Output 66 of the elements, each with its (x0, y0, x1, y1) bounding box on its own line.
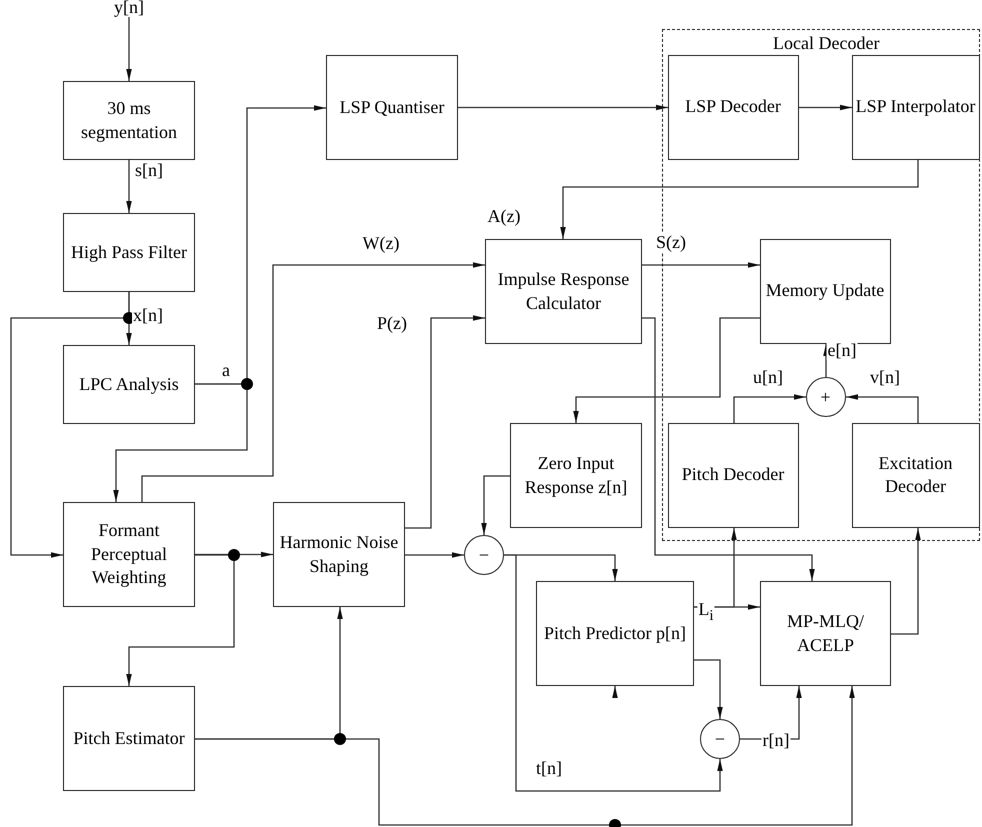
summing-junction (464, 535, 504, 575)
process-box (326, 55, 458, 160)
block-label: Formant Perceptual Weighting (90, 519, 168, 590)
arrow (642, 317, 815, 581)
block-label: Excitation Decoder (878, 452, 954, 498)
arrow (573, 317, 760, 423)
block-label: Impulse Response Calculator (496, 268, 630, 314)
block-label: 30 ms segmentation (80, 97, 178, 144)
block-label: Harmonic Noise Shaping (278, 531, 400, 578)
process-box (668, 54, 798, 160)
process-box (63, 686, 195, 791)
arrow (405, 315, 485, 529)
arrow (642, 262, 760, 268)
block-label: LSP Interpolator (856, 95, 976, 118)
arrow (504, 554, 723, 792)
block-label: Memory Update (766, 279, 884, 302)
arrow (560, 160, 919, 239)
process-box (63, 502, 195, 607)
block-label: Pitch Decoder (682, 463, 784, 486)
arrow (126, 160, 132, 213)
block-label: High Pass Filter (70, 240, 187, 264)
operator-sign: + (820, 388, 831, 406)
block-label: Zero Input Response z[n] (524, 452, 628, 499)
arrow (458, 104, 668, 110)
operator-sign: − (478, 546, 490, 564)
arrow (10, 292, 130, 558)
arrow (481, 475, 510, 535)
arrow (612, 686, 618, 698)
process-box (852, 422, 980, 528)
process-box (63, 213, 195, 292)
block-label: MP-MLQ/ ACELP (786, 610, 865, 656)
summing-junction (700, 719, 740, 759)
process-box (536, 581, 694, 686)
process-box (510, 423, 642, 528)
arrow (733, 394, 806, 423)
process-box (760, 581, 891, 686)
edge-label: S(z) (655, 232, 687, 252)
arrow (195, 552, 273, 558)
arrow (799, 104, 852, 110)
operator-sign: − (714, 730, 726, 748)
process-box (63, 81, 195, 160)
block-label: LSP Quantiser (340, 96, 444, 119)
arrow (891, 528, 921, 635)
group-title: Local Decoder (773, 32, 880, 55)
arrow (694, 659, 723, 719)
block-label: Pitch Predictor p[n] (544, 622, 686, 645)
process-box (852, 54, 980, 160)
process-box (668, 422, 798, 528)
process-box (760, 238, 890, 344)
arrow (823, 344, 829, 377)
arrow (405, 552, 464, 558)
arrow (113, 383, 248, 502)
arrow (141, 262, 485, 502)
process-box (273, 502, 405, 607)
block-label: Pitch Estimator (73, 726, 185, 750)
process-box (63, 345, 195, 424)
edge-label: y[n] (113, 0, 145, 17)
process-box (485, 239, 642, 344)
edge-label: e[n] (826, 340, 858, 360)
arrow (195, 686, 855, 826)
block-label: LPC Analysis (79, 372, 179, 396)
block-label: LSP Decoder (685, 95, 781, 118)
arrow (126, 15, 132, 81)
summing-junction (806, 376, 846, 416)
arrow (846, 394, 919, 423)
arrow (126, 554, 235, 686)
